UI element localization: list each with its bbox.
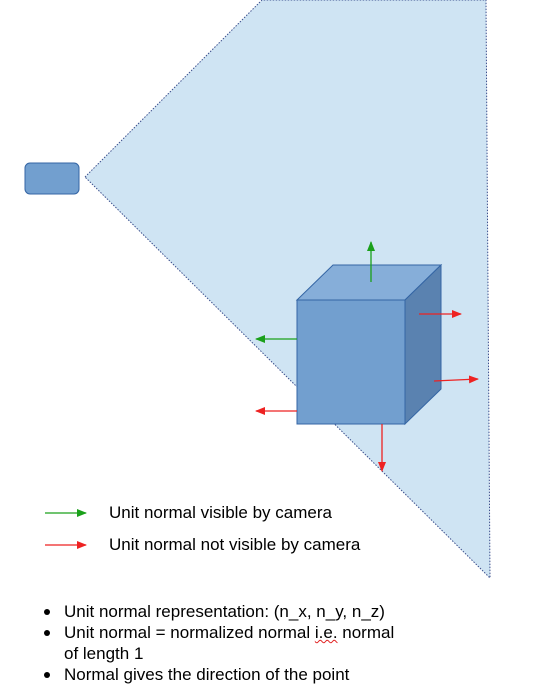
bullet-text: Unit normal representation: (n_x, n_y, n… xyxy=(64,602,385,621)
bullet-dot xyxy=(44,672,50,678)
bullet-text: Normal gives the direction of the point xyxy=(64,665,350,684)
normal-right-lower-not-visible xyxy=(433,375,479,384)
bullet-list: Unit normal representation: (n_x, n_y, n… xyxy=(40,601,540,685)
bullet-item: Unit normal representation: (n_x, n_y, n… xyxy=(40,601,540,622)
legend-not-visible-label: Unit normal not visible by camera xyxy=(109,535,361,554)
camera-icon xyxy=(24,162,80,195)
legend-visible-label: Unit normal visible by camera xyxy=(109,503,332,522)
bullet-item: Normal gives the direction of the point xyxy=(40,664,540,685)
view-frustum xyxy=(84,0,491,580)
camera-frustum-diagram xyxy=(24,0,491,580)
cube-front-face xyxy=(296,299,406,425)
cube xyxy=(295,263,443,426)
bullet-dot xyxy=(44,609,50,615)
bullet-text-part: Unit normal = normalized normal xyxy=(64,623,315,642)
bullet-item: Unit normal = normalized normal i.e. nor… xyxy=(40,622,540,664)
bullet-dot xyxy=(44,630,50,636)
spellcheck-underlined-text: i.e. xyxy=(314,623,338,642)
bullet-text-part: normal xyxy=(337,623,395,642)
bullet-text-continuation: of length 1 xyxy=(64,644,144,663)
